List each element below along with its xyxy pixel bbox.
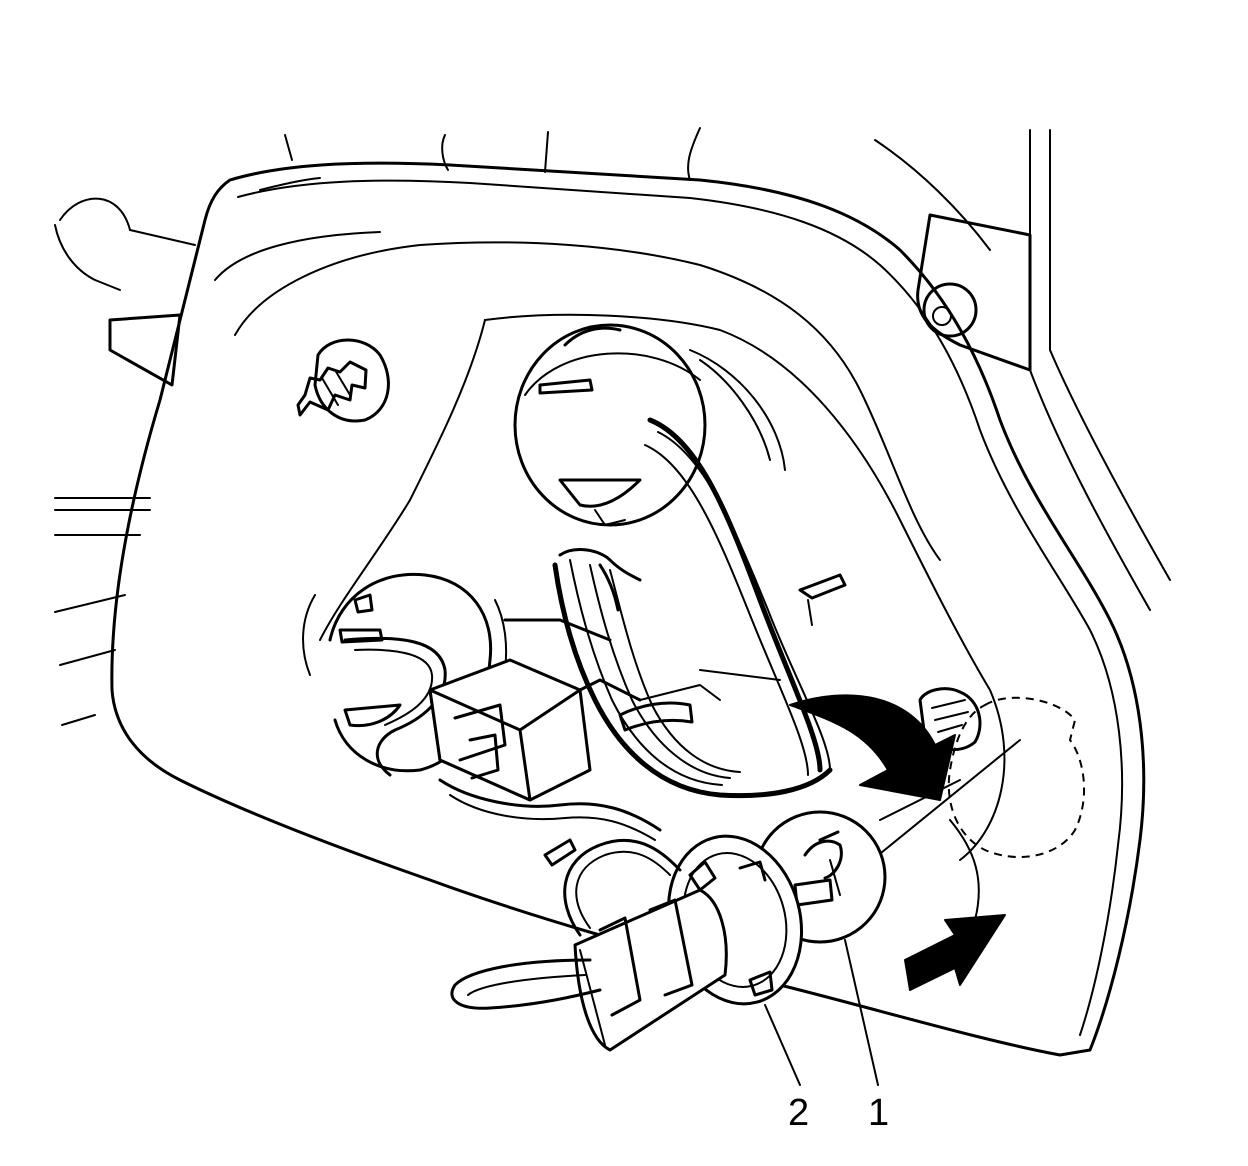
- leader-line-1: [844, 939, 879, 1086]
- harness-connector: [428, 618, 781, 802]
- lamp-recess: [319, 313, 1006, 861]
- lamp-opening: [859, 687, 1086, 921]
- callout-label-1: 1: [868, 1092, 889, 1134]
- callout-leaders: [764, 939, 879, 1086]
- wire-harness: [343, 417, 833, 841]
- rotate-arrow: [789, 694, 956, 801]
- retaining-clip: [543, 573, 847, 867]
- upper-bulb-socket: [513, 323, 786, 527]
- mounting-stud: [296, 338, 390, 423]
- leader-line-2: [764, 1004, 801, 1086]
- lamp-housing: [110, 161, 1146, 1057]
- pull-arrow: [904, 914, 1006, 991]
- callout-label-2: 2: [788, 1092, 809, 1134]
- socket: [450, 834, 804, 1052]
